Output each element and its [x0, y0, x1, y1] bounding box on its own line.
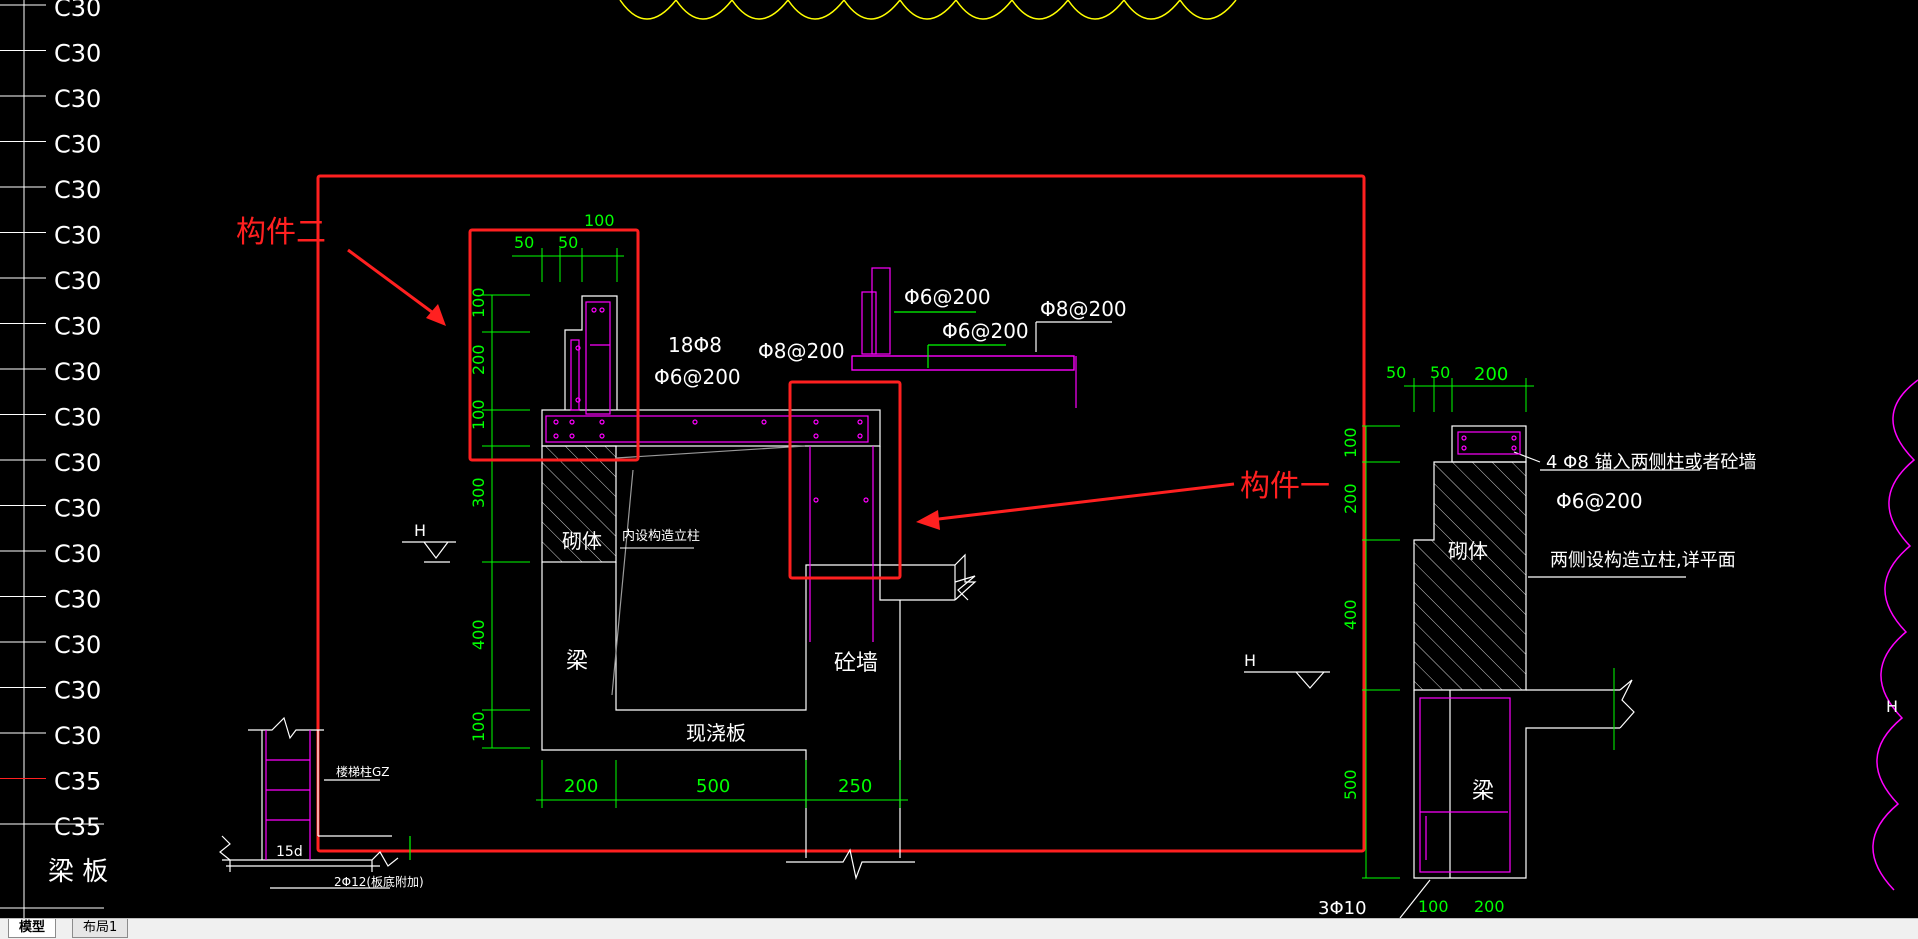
ruler-label: C30 [54, 677, 101, 705]
stair-bar-label: 2Φ12(板底附加) [334, 874, 424, 889]
ruler-label: C30 [54, 267, 101, 295]
main-dim-top: 50 [514, 233, 534, 252]
main-dim-left: 300 [469, 477, 488, 508]
right-dim-bottom: 200 [1474, 897, 1505, 916]
ruler-label: C30 [54, 358, 101, 386]
cad-canvas[interactable]: 梁 板 C30C30C30C30C30C30C30C30C30C30C30C30… [0, 0, 1918, 918]
main-dim-top: 50 [558, 233, 578, 252]
tab-layout-1[interactable]: 布局1 [72, 919, 129, 938]
ruler-label: C30 [54, 631, 101, 659]
rebar-label: Φ6@200 [654, 365, 741, 389]
ruler-label: C30 [54, 495, 101, 523]
main-level-label: H [414, 521, 426, 540]
slab-label: 现浇板 [686, 721, 746, 745]
right-dim-top: 50 [1386, 363, 1406, 382]
main-dim-left: 400 [469, 619, 488, 650]
ruler-label: C30 [54, 222, 101, 250]
right-dim-top: 50 [1430, 363, 1450, 382]
main-dim-bottom: 250 [838, 776, 872, 797]
right-dim-left: 500 [1341, 769, 1360, 800]
ruler-label: C35 [54, 768, 101, 796]
masonry-label: 砌体 [562, 529, 602, 553]
right-masonry-label: 砌体 [1448, 539, 1488, 563]
stair-column-label: 楼梯柱GZ [336, 764, 390, 779]
ruler-label: C30 [54, 540, 101, 568]
component-1-arrowhead [916, 510, 940, 530]
right-beam-label: 梁 [1472, 779, 1494, 804]
main-dim-left: 100 [469, 287, 488, 318]
wall-label: 砼墙 [834, 651, 878, 676]
component-2-box [468, 228, 640, 462]
layout-tab-bar: 模型 布局1 [0, 918, 1918, 939]
ruler-label: C30 [54, 722, 101, 750]
right-detail-outline [1399, 425, 1700, 918]
anchorage-label: 15d [276, 844, 303, 860]
inner-column-label: 内设构造立柱 [622, 528, 700, 544]
beam-label: 梁 [566, 649, 588, 674]
upper-section-detail [851, 267, 1112, 408]
component-highlights [347, 228, 1235, 580]
main-dim-top: 100 [584, 211, 615, 230]
main-detail-outline [541, 295, 977, 881]
main-dim-bottom: 500 [696, 776, 730, 797]
left-ruler: 梁 板 C30C30C30C30C30C30C30C30C30C30C30C30… [0, 0, 108, 918]
top-revision-cloud [619, 0, 1237, 20]
ruler-label: C30 [54, 40, 101, 68]
ruler-footer: 梁 板 [48, 857, 108, 887]
ruler-label: C30 [54, 313, 101, 341]
component-1-box [788, 380, 902, 580]
small-stair-detail [219, 716, 411, 889]
ruler-label: C35 [54, 813, 101, 841]
tab-model[interactable]: 模型 [8, 919, 57, 938]
right-level-label: H [1244, 651, 1256, 670]
right-bottom-bar: 3Φ10 [1318, 898, 1367, 918]
ruler-label: C30 [54, 0, 101, 22]
ruler-label: C30 [54, 449, 101, 477]
right-dim-top: 200 [1474, 364, 1508, 385]
main-level-mark [402, 541, 456, 563]
component-2-arrowhead [426, 304, 446, 326]
right-detail-rebar [1419, 431, 1521, 873]
right-dim-left: 400 [1341, 599, 1360, 630]
main-detail-rebar [545, 301, 874, 642]
rebar-label: Φ8@200 [758, 339, 845, 363]
main-dim-left: 100 [469, 399, 488, 430]
component-1-label: 构件一 [1240, 469, 1330, 504]
rebar-label: 18Φ8 [668, 333, 722, 357]
main-dim-left: 100 [469, 711, 488, 742]
main-detail-dimensions [482, 248, 908, 808]
ruler-label: C30 [54, 586, 101, 614]
right-dim-left: 100 [1341, 427, 1360, 458]
right-note: Φ6@200 [1556, 489, 1643, 513]
main-dim-left: 200 [469, 344, 488, 375]
right-level-mark [1244, 671, 1330, 689]
right-dim-left: 200 [1341, 483, 1360, 514]
ruler-label: C30 [54, 131, 101, 159]
rebar-label: Φ8@200 [1040, 297, 1127, 321]
right-dim-bottom: 100 [1418, 897, 1449, 916]
rebar-label: Φ6@200 [942, 319, 1029, 343]
right-note: 两侧设构造立柱,详平面 [1550, 550, 1736, 571]
ruler-label: C30 [54, 404, 101, 432]
right-note: 4 Φ8 锚入两侧柱或者砼墙 [1546, 452, 1757, 473]
ruler-label: C30 [54, 176, 101, 204]
component-2-label: 构件二 [236, 215, 326, 250]
ruler-label: C30 [54, 85, 101, 113]
right-detail-dimensions [1362, 378, 1615, 879]
selection-box [316, 174, 1366, 853]
rebar-label: Φ6@200 [904, 285, 991, 309]
right-edge-label: H [1886, 697, 1898, 716]
right-revision-cloud [1872, 379, 1918, 891]
main-dim-bottom: 200 [564, 776, 598, 797]
